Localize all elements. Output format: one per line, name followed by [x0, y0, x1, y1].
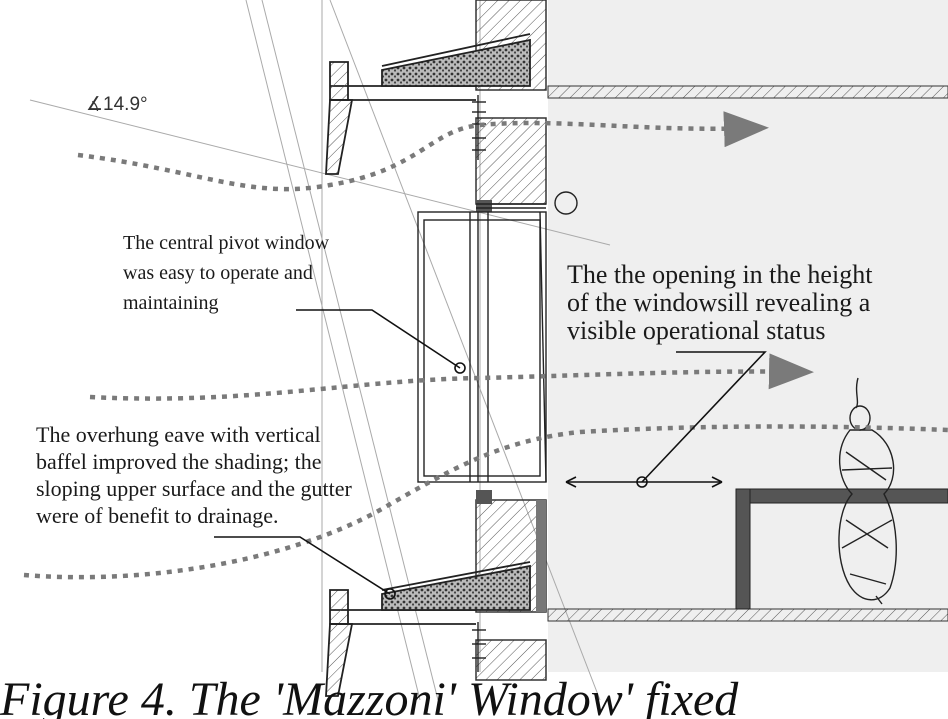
window-sill-block [476, 490, 492, 504]
leader-lines [214, 309, 767, 600]
upper-eave [325, 33, 531, 175]
airflow-middle [89, 353, 814, 401]
upper-floor-slab [547, 85, 948, 99]
leader-pivot [296, 309, 461, 369]
frame-ticks [472, 95, 486, 672]
window-head-block [476, 200, 492, 212]
airflow-paths [23, 111, 948, 580]
airflow-upper [77, 111, 769, 192]
lower-eave [325, 561, 531, 697]
pivot-window [417, 203, 547, 483]
angle-label: ∡14.9° [86, 94, 148, 115]
pivot-marker-circle [554, 191, 578, 215]
annotation-pivot-window: The central pivot window was easy to ope… [123, 232, 330, 314]
wall-above-window [475, 117, 547, 205]
lower-floor-slab [547, 608, 948, 622]
leader-eave [214, 536, 391, 595]
occupant-figure [838, 377, 897, 605]
wall-dark-strip [536, 500, 546, 612]
leader-opening [641, 351, 767, 483]
table [735, 488, 948, 610]
figure-caption: Figure 4. The 'Mazzoni' Window' fixed [0, 673, 739, 719]
airflow-lower [23, 424, 948, 580]
annotation-opening: The the opening in the height of the win… [567, 260, 873, 345]
annotation-eave: The overhung eave with vertical baffel i… [36, 422, 352, 528]
wall-lower [475, 639, 547, 681]
